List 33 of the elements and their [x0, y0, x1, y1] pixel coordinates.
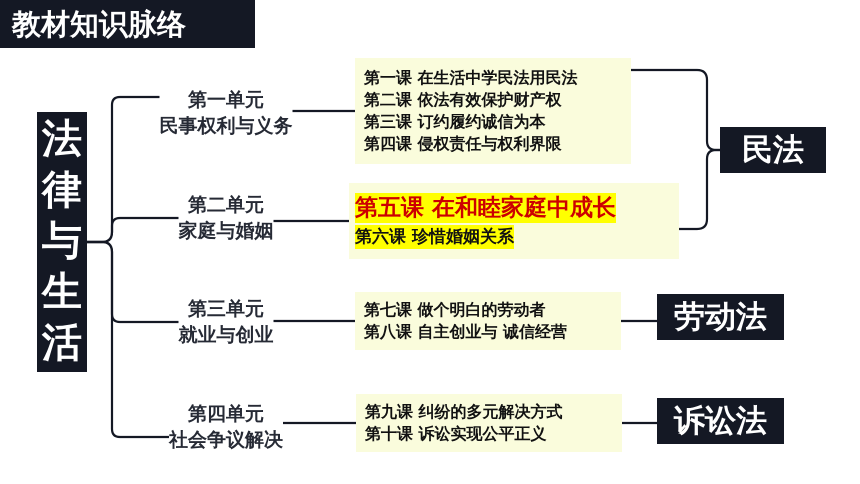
unit-number: 第三单元	[188, 297, 264, 322]
connector-line	[87, 240, 169, 438]
lesson-line: 第三课 订约履约诚信为本	[364, 111, 546, 133]
category-box: 民法	[720, 127, 826, 173]
unit-name: 民事权利与义务	[160, 114, 292, 139]
lesson-line: 第九课 纠纷的多元解决方式	[365, 401, 563, 423]
category-box: 诉讼法	[657, 398, 784, 444]
unit-name: 就业与创业	[178, 323, 274, 348]
lesson-box	[355, 292, 621, 350]
lesson-box	[355, 58, 631, 164]
title-banner: 教材知识脉络	[0, 0, 255, 48]
category-box: 劳动法	[657, 294, 784, 340]
lesson-line: 第四课 侵权责任与权利界限	[364, 133, 562, 155]
lesson-line: 第八课 自主创业与 诚信经营	[364, 321, 568, 343]
unit-number: 第二单元	[188, 193, 264, 218]
unit-name: 家庭与婚姻	[178, 219, 274, 244]
connector-line	[283, 422, 356, 424]
unit-number: 第四单元	[188, 402, 264, 427]
lesson-line: 第十课 诉讼实现公平正义	[365, 423, 547, 445]
connector-line	[621, 320, 657, 322]
lesson-line: 第二课 依法有效保护财产权	[364, 89, 562, 111]
unit-name: 社会争议解决	[169, 428, 283, 453]
unit-number: 第一单元	[188, 88, 264, 113]
connector-line	[622, 422, 657, 424]
connector-line	[274, 320, 355, 322]
lesson-line: 第一课 在生活中学民法用民法	[364, 67, 578, 89]
connector-line	[679, 148, 720, 230]
lesson-box	[356, 394, 622, 452]
title-box: 法律与生活	[37, 112, 87, 372]
lesson-line: 第七课 做个明白的劳动者	[364, 299, 546, 321]
connector-line	[292, 110, 355, 112]
connector-line	[274, 220, 349, 222]
lesson-box	[349, 183, 679, 259]
